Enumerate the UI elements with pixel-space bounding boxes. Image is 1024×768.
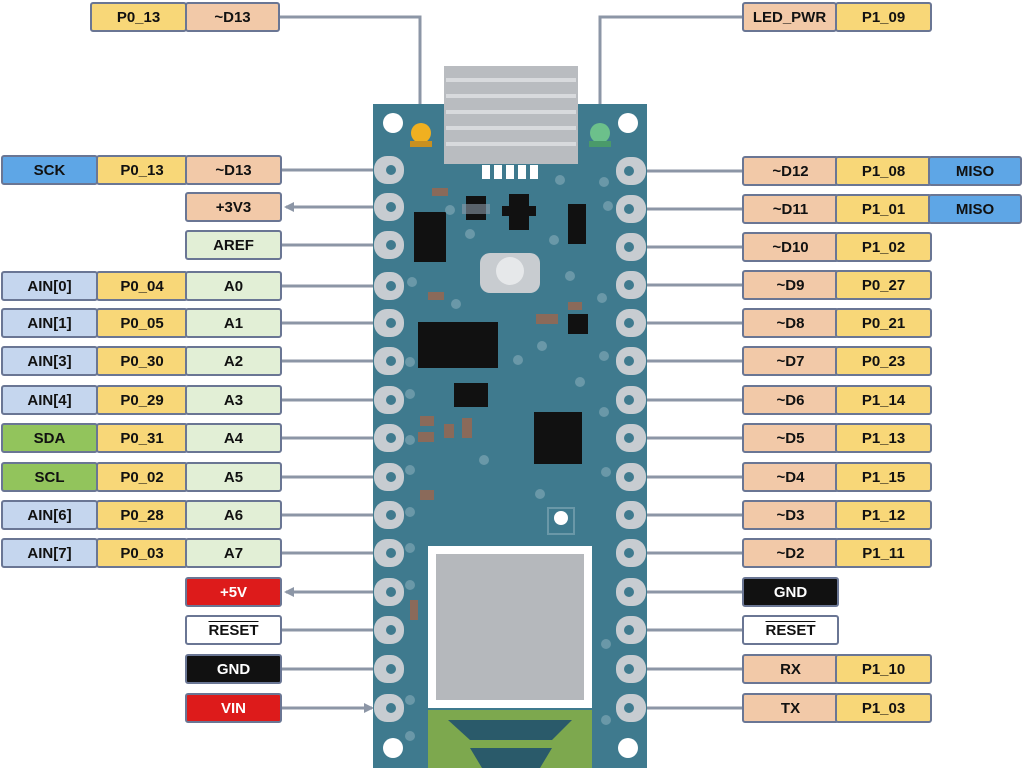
right-pin-port-label: P0_27 (835, 270, 932, 300)
right-pin-port-label: P1_13 (835, 423, 932, 453)
left-pin-label: VIN (185, 693, 282, 723)
left-pin-label: A4 (185, 423, 282, 453)
left-pin-label: A5 (185, 462, 282, 492)
right-pin-label: TX (742, 693, 839, 723)
left-pin-port-label: P0_03 (96, 538, 188, 568)
right-pin-label: ~D5 (742, 423, 839, 453)
right-pin-alt-label: MISO (928, 194, 1022, 224)
top-left-digital-label: ~D13 (185, 2, 280, 32)
right-pin-port-label: P1_10 (835, 654, 932, 684)
left-pin-label: A2 (185, 346, 282, 376)
right-pin-label: GND (742, 577, 839, 607)
left-pin-alt-label: SCL (1, 462, 98, 492)
right-pin-port-label: P0_23 (835, 346, 932, 376)
usb-connector (444, 66, 578, 179)
right-pin-label: ~D7 (742, 346, 839, 376)
left-pin-port-label: P0_02 (96, 462, 188, 492)
right-pin-port-label: P1_03 (835, 693, 932, 723)
led-d13 (411, 123, 431, 143)
left-pin-label: AREF (185, 230, 282, 260)
left-pin-port-label: P0_31 (96, 423, 188, 453)
right-pin-port-label: P1_01 (835, 194, 932, 224)
left-pin-port-label: P0_28 (96, 500, 188, 530)
led-pwr-connector-line (598, 15, 742, 120)
left-pin-label: +3V3 (185, 192, 282, 222)
left-pin-label: A7 (185, 538, 282, 568)
left-pin-label: +5V (185, 577, 282, 607)
right-pin-label: ~D3 (742, 500, 839, 530)
right-pin-label: ~D9 (742, 270, 839, 300)
left-pin-alt-label: AIN[7] (1, 538, 98, 568)
top-right-led-label: LED_PWR (742, 2, 837, 32)
mounting-hole-top-right (618, 113, 638, 133)
led-d13-connector-line (278, 15, 422, 120)
left-pin-port-label: P0_05 (96, 308, 188, 338)
left-pin-alt-label: AIN[3] (1, 346, 98, 376)
left-pin-label: RESET (185, 615, 282, 645)
right-pin-alt-label: MISO (928, 156, 1022, 186)
right-pin-port-label: P1_02 (835, 232, 932, 262)
left-pin-alt-label: AIN[4] (1, 385, 98, 415)
right-pin-label: RESET (742, 615, 839, 645)
right-pin-label: ~D12 (742, 156, 839, 186)
right-pin-label: ~D8 (742, 308, 839, 338)
left-pin-label: A3 (185, 385, 282, 415)
smd-components (410, 188, 588, 620)
right-pin-label: ~D6 (742, 385, 839, 415)
left-pin-label: A0 (185, 271, 282, 301)
left-pin-port-label: P0_13 (96, 155, 188, 185)
right-pin-label: RX (742, 654, 839, 684)
left-pin-alt-label: AIN[1] (1, 308, 98, 338)
left-pin-port-label: P0_30 (96, 346, 188, 376)
top-left-port-label: P0_13 (90, 2, 187, 32)
mounting-hole-top-left (383, 113, 403, 133)
left-pin-label: ~D13 (185, 155, 282, 185)
left-pin-alt-label: AIN[0] (1, 271, 98, 301)
right-pin-label: ~D11 (742, 194, 839, 224)
left-pin-label: A6 (185, 500, 282, 530)
right-pin-port-label: P0_21 (835, 308, 932, 338)
right-pin-port-label: P1_11 (835, 538, 932, 568)
left-pin-port-label: P0_29 (96, 385, 188, 415)
left-pin-alt-label: SCK (1, 155, 98, 185)
left-pin-label: GND (185, 654, 282, 684)
right-pin-port-label: P1_12 (835, 500, 932, 530)
left-pin-label: A1 (185, 308, 282, 338)
left-pin-alt-label: SDA (1, 423, 98, 453)
left-header-pads (374, 156, 404, 722)
right-pin-port-label: P1_14 (835, 385, 932, 415)
mounting-hole-bottom-left (383, 738, 403, 758)
mounting-hole-bottom-right (618, 738, 638, 758)
left-pin-alt-label: AIN[6] (1, 500, 98, 530)
right-pin-label: ~D2 (742, 538, 839, 568)
left-pin-port-label: P0_04 (96, 271, 188, 301)
right-pin-label: ~D10 (742, 232, 839, 262)
top-right-port-label: P1_09 (835, 2, 932, 32)
right-pin-label: ~D4 (742, 462, 839, 492)
led-power (590, 123, 610, 143)
right-pin-port-label: P1_08 (835, 156, 932, 186)
right-pin-port-label: P1_15 (835, 462, 932, 492)
